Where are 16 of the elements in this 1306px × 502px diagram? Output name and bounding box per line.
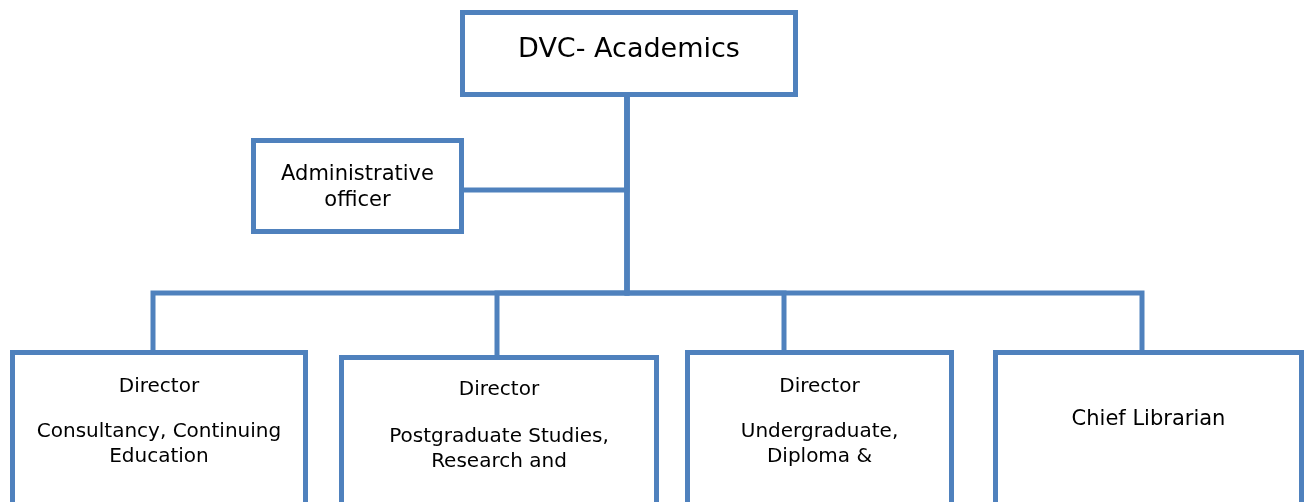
department-name: Consultancy, Continuing Education xyxy=(35,418,283,468)
org-box xyxy=(251,138,464,234)
org-box xyxy=(10,350,308,502)
role-title: Director xyxy=(778,373,861,398)
connector-line xyxy=(624,97,1145,350)
org-box xyxy=(339,355,659,502)
org-box xyxy=(460,10,798,97)
role-title: Administrative officer xyxy=(280,160,435,213)
department-name: Undergraduate, Diploma & xyxy=(739,418,900,468)
role-title: Director xyxy=(457,376,541,401)
org-box xyxy=(685,350,954,502)
role-title: Chief Librarian xyxy=(1070,405,1227,432)
org-box xyxy=(993,350,1304,502)
department-name: Postgraduate Studies, Research and xyxy=(388,423,610,473)
role-title: DVC- Academics xyxy=(517,31,741,65)
role-title: Director xyxy=(117,373,201,398)
